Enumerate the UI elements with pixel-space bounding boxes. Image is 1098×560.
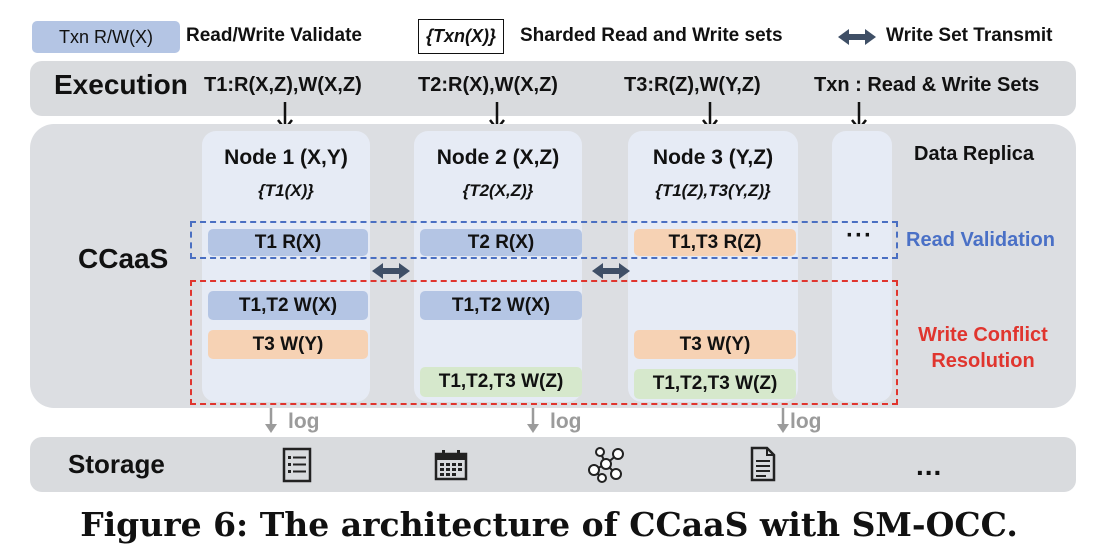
execution-band xyxy=(30,61,1076,116)
node-3-write-chip-1: T3 W(Y) xyxy=(634,330,796,359)
node-1-title: Node 1 (X,Y) xyxy=(224,146,348,169)
figure-caption: Figure 6: The architecture of CCaaS with… xyxy=(80,505,1018,544)
log-label-2: log xyxy=(550,410,582,433)
node-2-read-chip: T2 R(X) xyxy=(420,229,582,256)
log-label-3: log xyxy=(790,410,822,433)
execution-txn-t2: T2:R(X),W(X,Z) xyxy=(418,74,558,96)
data-replica-label: Data Replica xyxy=(914,143,1035,165)
execution-txn-t1: T1:R(X,Z),W(X,Z) xyxy=(204,74,362,96)
log-label-1: log xyxy=(288,410,320,433)
node-1-shards: {T1(X)} xyxy=(258,181,314,200)
write-conflict-label: Write Conflict Resolution xyxy=(918,324,1048,372)
node-3-write-label-2: T1,T2,T3 W(Z) xyxy=(652,373,778,394)
node-2-title: Node 2 (X,Z) xyxy=(436,146,560,169)
node-3-write-label-1: T3 W(Y) xyxy=(679,333,751,355)
double-arrow-icon xyxy=(838,29,876,45)
node-2-write-label-2: T1,T2,T3 W(Z) xyxy=(438,371,564,392)
node-1-read-chip: T1 R(X) xyxy=(208,229,368,256)
text-document-icon xyxy=(750,446,776,482)
node-1-write-label-1: T1,T2 W(X) xyxy=(238,294,338,316)
node-3-title: Node 3 (Y,Z) xyxy=(652,146,774,169)
calendar-icon xyxy=(434,450,468,481)
write-conflict-region xyxy=(190,280,898,405)
read-validation-label: Read Validation xyxy=(906,229,1055,251)
node-2-write-chip-1: T1,T2 W(X) xyxy=(420,291,582,320)
node-2-shards: {T2(X,Z)} xyxy=(462,181,534,200)
legend-swatch: Txn R/W(X) xyxy=(32,21,180,53)
node-1-write-chip-2: T3 W(Y) xyxy=(208,330,368,359)
node-2-read-label: T2 R(X) xyxy=(467,231,535,253)
node-2-write-chip-2: T1,T2,T3 W(Z) xyxy=(420,367,582,397)
log-arrow-2-head xyxy=(527,424,539,433)
legend-read-write-validate: Read/Write Validate xyxy=(186,25,362,46)
node-3-read-label: T1,T3 R(Z) xyxy=(668,231,762,253)
transmit-arrow-node1-node2-icon xyxy=(372,263,410,279)
storage-ellipsis: ... xyxy=(916,450,943,481)
node-3-read-chip: T1,T3 R(Z) xyxy=(634,229,796,256)
ccaas-label: CCaaS xyxy=(78,243,169,274)
log-arrow-3-head xyxy=(777,424,789,433)
node-extra-column xyxy=(832,131,892,402)
node-1-write-label-2: T3 W(Y) xyxy=(252,333,324,355)
legend-box-label: {Txn(X)} xyxy=(425,26,496,46)
node-3-shards: {T1(Z),T3(Y,Z)} xyxy=(655,181,771,200)
legend-swatch-label: Txn R/W(X) xyxy=(59,26,153,47)
legend-box: {Txn(X)} xyxy=(418,19,504,54)
execution-txn-legend: Txn : Read & Write Sets xyxy=(814,74,1040,96)
node-1-write-chip-1: T1,T2 W(X) xyxy=(208,291,368,320)
list-document-icon xyxy=(282,447,312,483)
node-3-write-chip-2: T1,T2,T3 W(Z) xyxy=(634,369,796,399)
node-1-read-label: T1 R(X) xyxy=(254,231,322,253)
node-extra-ellipsis: ··· xyxy=(846,222,873,249)
network-graph-icon xyxy=(588,447,624,483)
log-arrow-1-head xyxy=(265,424,277,433)
legend-write-set-transmit: Write Set Transmit xyxy=(886,25,1053,46)
legend-sharded-sets: Sharded Read and Write sets xyxy=(520,25,783,46)
transmit-arrow-node2-node3-icon xyxy=(592,263,630,279)
execution-txn-t3: T3:R(Z),W(Y,Z) xyxy=(624,74,761,96)
node-2-write-label-1: T1,T2 W(X) xyxy=(451,294,551,316)
node-2-column xyxy=(414,131,582,402)
storage-band xyxy=(30,437,1076,492)
storage-title: Storage xyxy=(68,449,165,479)
read-validation-region xyxy=(190,221,898,259)
execution-title: Execution xyxy=(54,69,188,100)
